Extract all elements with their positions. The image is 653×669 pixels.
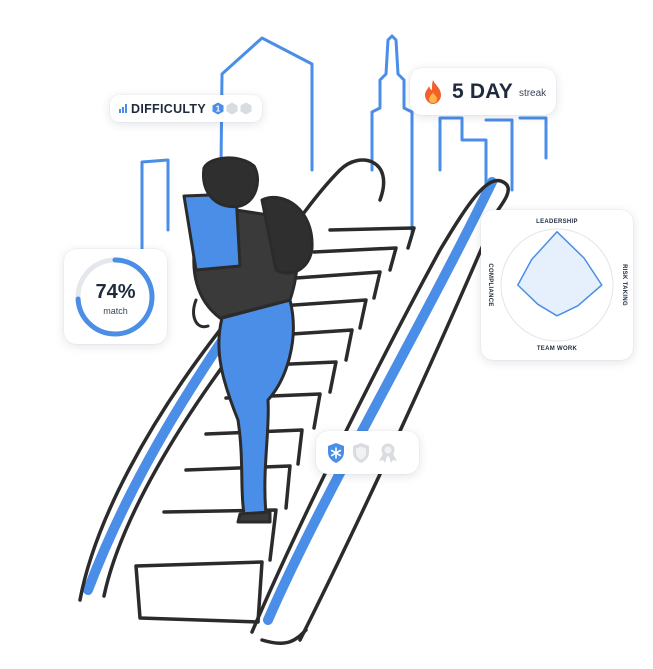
radar-axis-leadership: LEADERSHIP — [536, 219, 578, 225]
escalator-step — [278, 298, 368, 330]
skyline-building-tall — [218, 36, 314, 262]
match-progress-ring — [75, 257, 155, 337]
match-card: 74% match — [64, 249, 167, 344]
award-ribbon-icon — [379, 443, 397, 463]
streak-value: 5 DAY — [452, 79, 513, 103]
signal-bars-icon — [119, 104, 127, 113]
hexagon-empty-icon — [226, 102, 238, 115]
shield-star-icon — [328, 442, 344, 463]
climber-arm — [192, 298, 210, 329]
climber-legs — [217, 298, 295, 516]
escalator-step — [134, 560, 264, 624]
hexagon-empty-icon — [240, 102, 252, 115]
escalator-step — [312, 246, 398, 272]
streak-unit: streak — [518, 88, 547, 99]
skyline-building-right2 — [484, 116, 548, 192]
match-caption: match — [103, 306, 128, 316]
escalator-step — [328, 226, 416, 250]
escalator-step — [162, 508, 278, 562]
skyline-tower — [370, 34, 414, 234]
climber-head — [202, 156, 259, 209]
skyline-building-right — [438, 116, 488, 202]
climber-bag — [260, 196, 314, 275]
difficulty-card: DIFFICULTY 1 — [110, 95, 262, 122]
radar-axis-compliance: COMPLIANCE — [487, 263, 493, 307]
flame-icon — [425, 79, 441, 104]
shield-icon — [353, 442, 369, 463]
difficulty-level-indicator: 1 — [212, 102, 252, 115]
escalator-step — [294, 270, 382, 300]
badges-card — [316, 431, 419, 474]
climber-shoe — [236, 510, 272, 524]
difficulty-level-number: 1 — [216, 105, 221, 114]
escalator-step — [204, 428, 304, 466]
difficulty-label: DIFFICULTY — [131, 101, 206, 116]
streak-card: 5 DAY streak — [410, 68, 556, 115]
skyline-building-left — [140, 158, 170, 282]
radar-shape — [517, 231, 603, 317]
radar-axis-team-work: TEAM WORK — [536, 346, 578, 352]
match-percent: 74% — [95, 281, 136, 303]
hexagon-level-icon: 1 — [212, 102, 224, 115]
escalator-rail-right-outer — [260, 628, 308, 645]
escalator-step — [184, 464, 292, 510]
radar-axis-risk-taking: RISK TAKING — [621, 264, 627, 306]
skills-radar-chart — [500, 228, 614, 342]
skills-radar-card: LEADERSHIP RISK TAKING TEAM WORK COMPLIA… — [481, 210, 633, 360]
